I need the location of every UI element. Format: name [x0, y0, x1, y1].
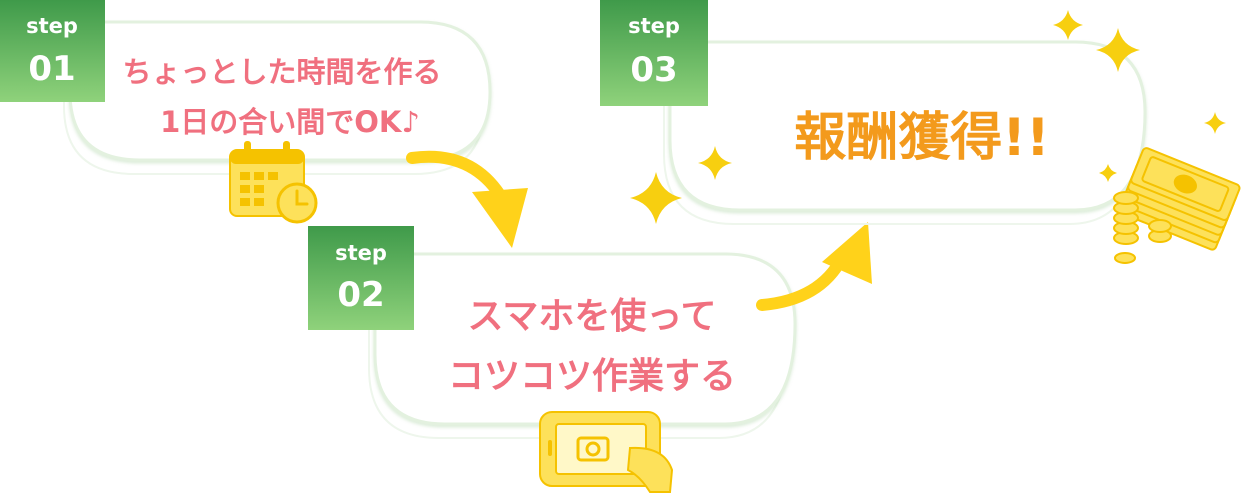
step-01-badge: step 01 [0, 0, 105, 102]
sparkle-icon [1053, 10, 1083, 40]
step-01-badge-number: 01 [28, 49, 75, 89]
sparkle-icon [630, 172, 682, 224]
sparkle-icons [630, 10, 1226, 224]
step-03-badge-word: step [628, 14, 680, 38]
step-01-line1: ちょっとした時間を作る [122, 55, 441, 89]
step-02-badge-number: 02 [337, 275, 384, 315]
step-02-badge: step 02 [308, 226, 414, 330]
step-02-line1: スマホを使って [467, 296, 716, 337]
step-02-card [368, 252, 797, 439]
step-03-badge-number: 03 [630, 50, 677, 90]
step-02-line2: コツコツ作業する [448, 356, 736, 397]
sparkle-icon [1204, 112, 1226, 134]
sparkle-icon [698, 146, 732, 180]
arrow-step2-to-step3 [756, 222, 872, 311]
calendar-clock-icon [229, 141, 318, 224]
step-03-badge: step 03 [600, 0, 708, 106]
step-03-title: 報酬獲得!! [794, 108, 1049, 168]
step-01-badge-word: step [26, 14, 78, 38]
sparkle-icon [1099, 164, 1117, 182]
smartphone-camera-icon [539, 411, 674, 493]
money-stack-icon [1113, 147, 1241, 264]
step-02-badge-word: step [335, 241, 387, 265]
step-01-line2: 1日の合い間でOK♪ [160, 105, 420, 139]
sparkle-icon [1096, 28, 1140, 72]
arrow-step1-to-step2 [406, 150, 528, 248]
